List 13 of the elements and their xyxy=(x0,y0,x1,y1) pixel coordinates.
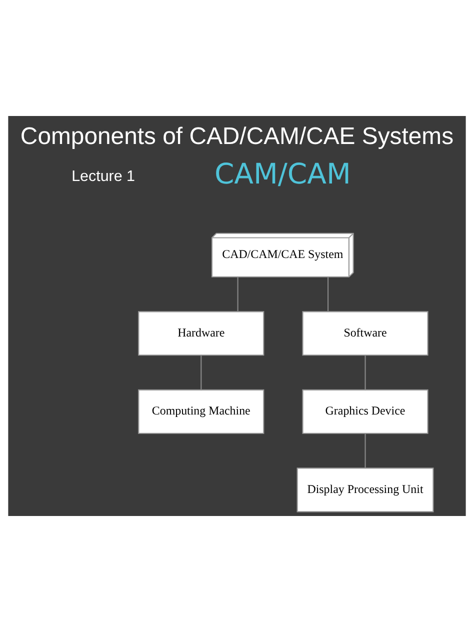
label: CAM/CAM xyxy=(214,158,351,191)
node-box: Software xyxy=(302,311,428,356)
connector xyxy=(200,355,202,390)
node-box: Display Processing Unit xyxy=(296,468,434,512)
label: Lecture 1 xyxy=(72,168,135,185)
node-box: Graphics Device xyxy=(302,389,428,434)
connector xyxy=(364,355,366,390)
connector xyxy=(328,276,329,312)
diagram-title: Components of CAD/CAM/CAE Systems xyxy=(20,122,454,150)
connector xyxy=(364,433,366,468)
node-box: Hardware xyxy=(138,311,264,356)
node-box: Computing Machine xyxy=(138,389,264,434)
connector xyxy=(237,276,238,312)
